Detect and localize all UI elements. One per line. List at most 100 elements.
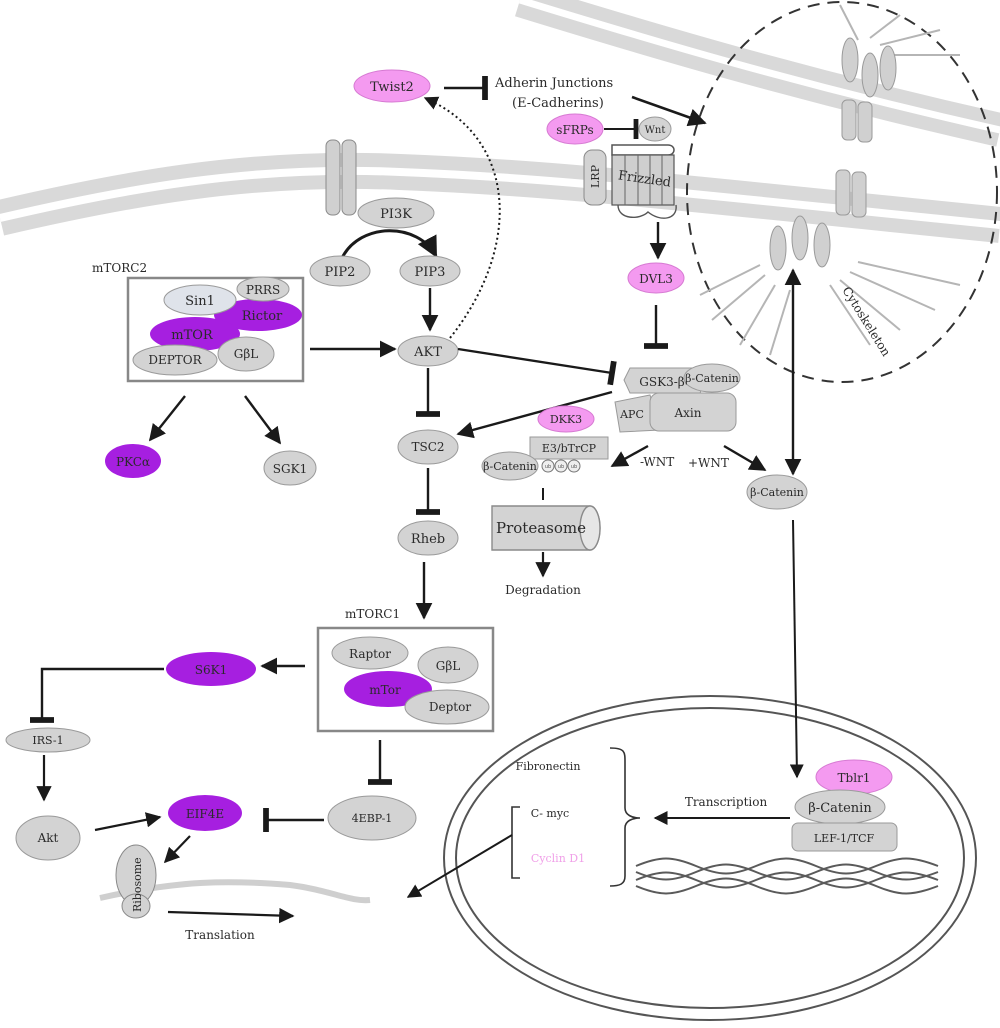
akt-lower-label: Akt	[37, 831, 59, 845]
mtorc1-gbl-label: GβL	[436, 659, 461, 673]
destruction-beta-catenin-label: β-Catenin	[685, 372, 739, 385]
frizzled-receptor	[611, 144, 677, 219]
pi3k-label: PI3K	[380, 207, 412, 222]
lrp-receptor	[583, 149, 607, 206]
e-cadherins-label: (E-Cadherins)	[512, 96, 604, 111]
lef-tcf-label: LEF-1/TCF	[814, 832, 875, 845]
twist2-node	[353, 69, 431, 103]
gsk3b-label: GSK3-β	[639, 375, 684, 389]
apc-label: APC	[619, 408, 644, 421]
eif4e-node	[168, 795, 242, 831]
dkk3-node	[537, 405, 595, 433]
pip2-to-pip3-arrow	[340, 229, 438, 259]
wnt-label: Wnt	[645, 125, 666, 136]
mtorc1-mtor-label: mTor	[369, 683, 401, 697]
mtorc2-mtor-label: mTOR	[171, 328, 214, 343]
s6k1-node	[166, 652, 256, 686]
akt-to-twist2-dotted-arrow	[423, 96, 501, 339]
nuclear-envelope-outer	[443, 695, 977, 1021]
upper-membrane	[515, 0, 1000, 147]
destruction-beta-catenin	[683, 363, 741, 393]
4ebp1-node	[327, 795, 417, 841]
cyclind1-label: Cyclin D1	[531, 852, 585, 865]
dvl3-node	[627, 262, 685, 294]
axin-node	[649, 392, 737, 432]
mtorc1-title: mTORC1	[345, 607, 400, 621]
beta-catenin-to-nucleus-arrow	[789, 519, 804, 779]
tsc2-label: TSC2	[411, 440, 444, 454]
akt-label: AKT	[413, 345, 442, 360]
s6k1-inhibits-irs1	[30, 667, 164, 723]
sgk1-node	[263, 450, 317, 486]
free-beta-catenin-label: β-Catenin	[750, 486, 804, 499]
mtorc2-prrs-label: PRRS	[246, 283, 280, 297]
ub-label-2: ub	[558, 464, 564, 470]
eif4e-label: EIF4E	[186, 807, 224, 821]
mtorc2-complex-box	[126, 276, 305, 383]
ub-beta-catenin-node	[481, 451, 539, 481]
mtorc2-sin1-label: Sin1	[185, 294, 215, 309]
e3-btrcp-node	[529, 436, 609, 460]
pip2-node	[309, 255, 371, 287]
free-beta-catenin-node	[746, 474, 808, 510]
plus-wnt-label: +WNT	[688, 456, 729, 470]
cmyc-to-translation-arrow	[406, 834, 513, 898]
mtorc2-deptor	[132, 344, 218, 376]
axin-label: Axin	[674, 406, 702, 420]
mtorc1-mtor	[344, 671, 432, 707]
translation-arrow	[167, 907, 295, 924]
cytoskeleton-filaments	[699, 4, 961, 356]
frizzled-label: Frizzled	[617, 168, 672, 190]
proteasome-label: Proteasome	[496, 519, 586, 537]
degradation-label: Degradation	[505, 583, 581, 597]
lrp-label: LRP	[589, 164, 602, 188]
4ebp1-label: 4EBP-1	[352, 812, 393, 825]
wnt-node	[638, 116, 672, 142]
mtorc1-deptor-label: Deptor	[429, 700, 471, 714]
dna-double-helix	[635, 857, 939, 895]
s6k1-label: S6K1	[195, 663, 227, 677]
akt-node	[397, 335, 459, 367]
proteasome	[491, 505, 601, 551]
translation-label: Translation	[185, 928, 255, 942]
e3-btrcp-label: E3/bTrCP	[542, 442, 597, 455]
mtorc2-mtor	[150, 317, 240, 351]
pip2-label: PIP2	[325, 265, 356, 280]
sgk1-label: SGK1	[273, 462, 307, 476]
cytoskeleton-region	[686, 1, 998, 383]
mtorc2-title: mTORC2	[92, 261, 147, 275]
irs1-node	[5, 727, 91, 753]
lef-tcf-node	[791, 822, 898, 852]
plasma-membrane	[0, 152, 1000, 243]
nuclear-beta-catenin-label: β-Catenin	[808, 801, 872, 816]
twist2-label: Twist2	[370, 80, 414, 95]
mtorc2-gbl	[217, 336, 275, 372]
pip3-node	[399, 255, 461, 287]
ubiquitin-chain: ub ub ub	[541, 459, 581, 473]
plus-wnt-arrow	[723, 444, 767, 472]
tblr1-label: Tblr1	[838, 771, 871, 785]
mtorc1-raptor	[331, 636, 409, 670]
ribosome	[115, 844, 157, 919]
tsc2-node	[397, 429, 459, 465]
adherin-junctions-label: Adherin Junctions	[494, 76, 613, 91]
cmyc-label: C- myc	[531, 807, 569, 820]
mtorc2-rictor	[214, 299, 302, 331]
akt-to-eif4e-arrow	[94, 812, 162, 832]
ub-label-3: ub	[571, 464, 577, 470]
target-genes-left-bracket	[511, 806, 520, 879]
mtorc1-raptor-label: Raptor	[349, 647, 391, 661]
cytoskeleton-label: Cytoskeleton	[839, 284, 893, 359]
mtorc2-sin1	[163, 284, 237, 316]
eif4e-to-ribosome-arrow	[163, 835, 191, 864]
ub-label-1: ub	[545, 464, 551, 470]
pi3k-node	[357, 197, 435, 229]
mtorc2-to-pkca-arrow	[148, 395, 186, 442]
ribosome-label: Ribosome	[131, 857, 144, 912]
gsk3b-to-tsc2-arrow	[456, 390, 613, 439]
akt-lower-node	[15, 815, 81, 861]
rheb-node	[397, 520, 459, 556]
pkca-label: PKCα	[116, 455, 150, 469]
pkca-node	[105, 444, 161, 478]
